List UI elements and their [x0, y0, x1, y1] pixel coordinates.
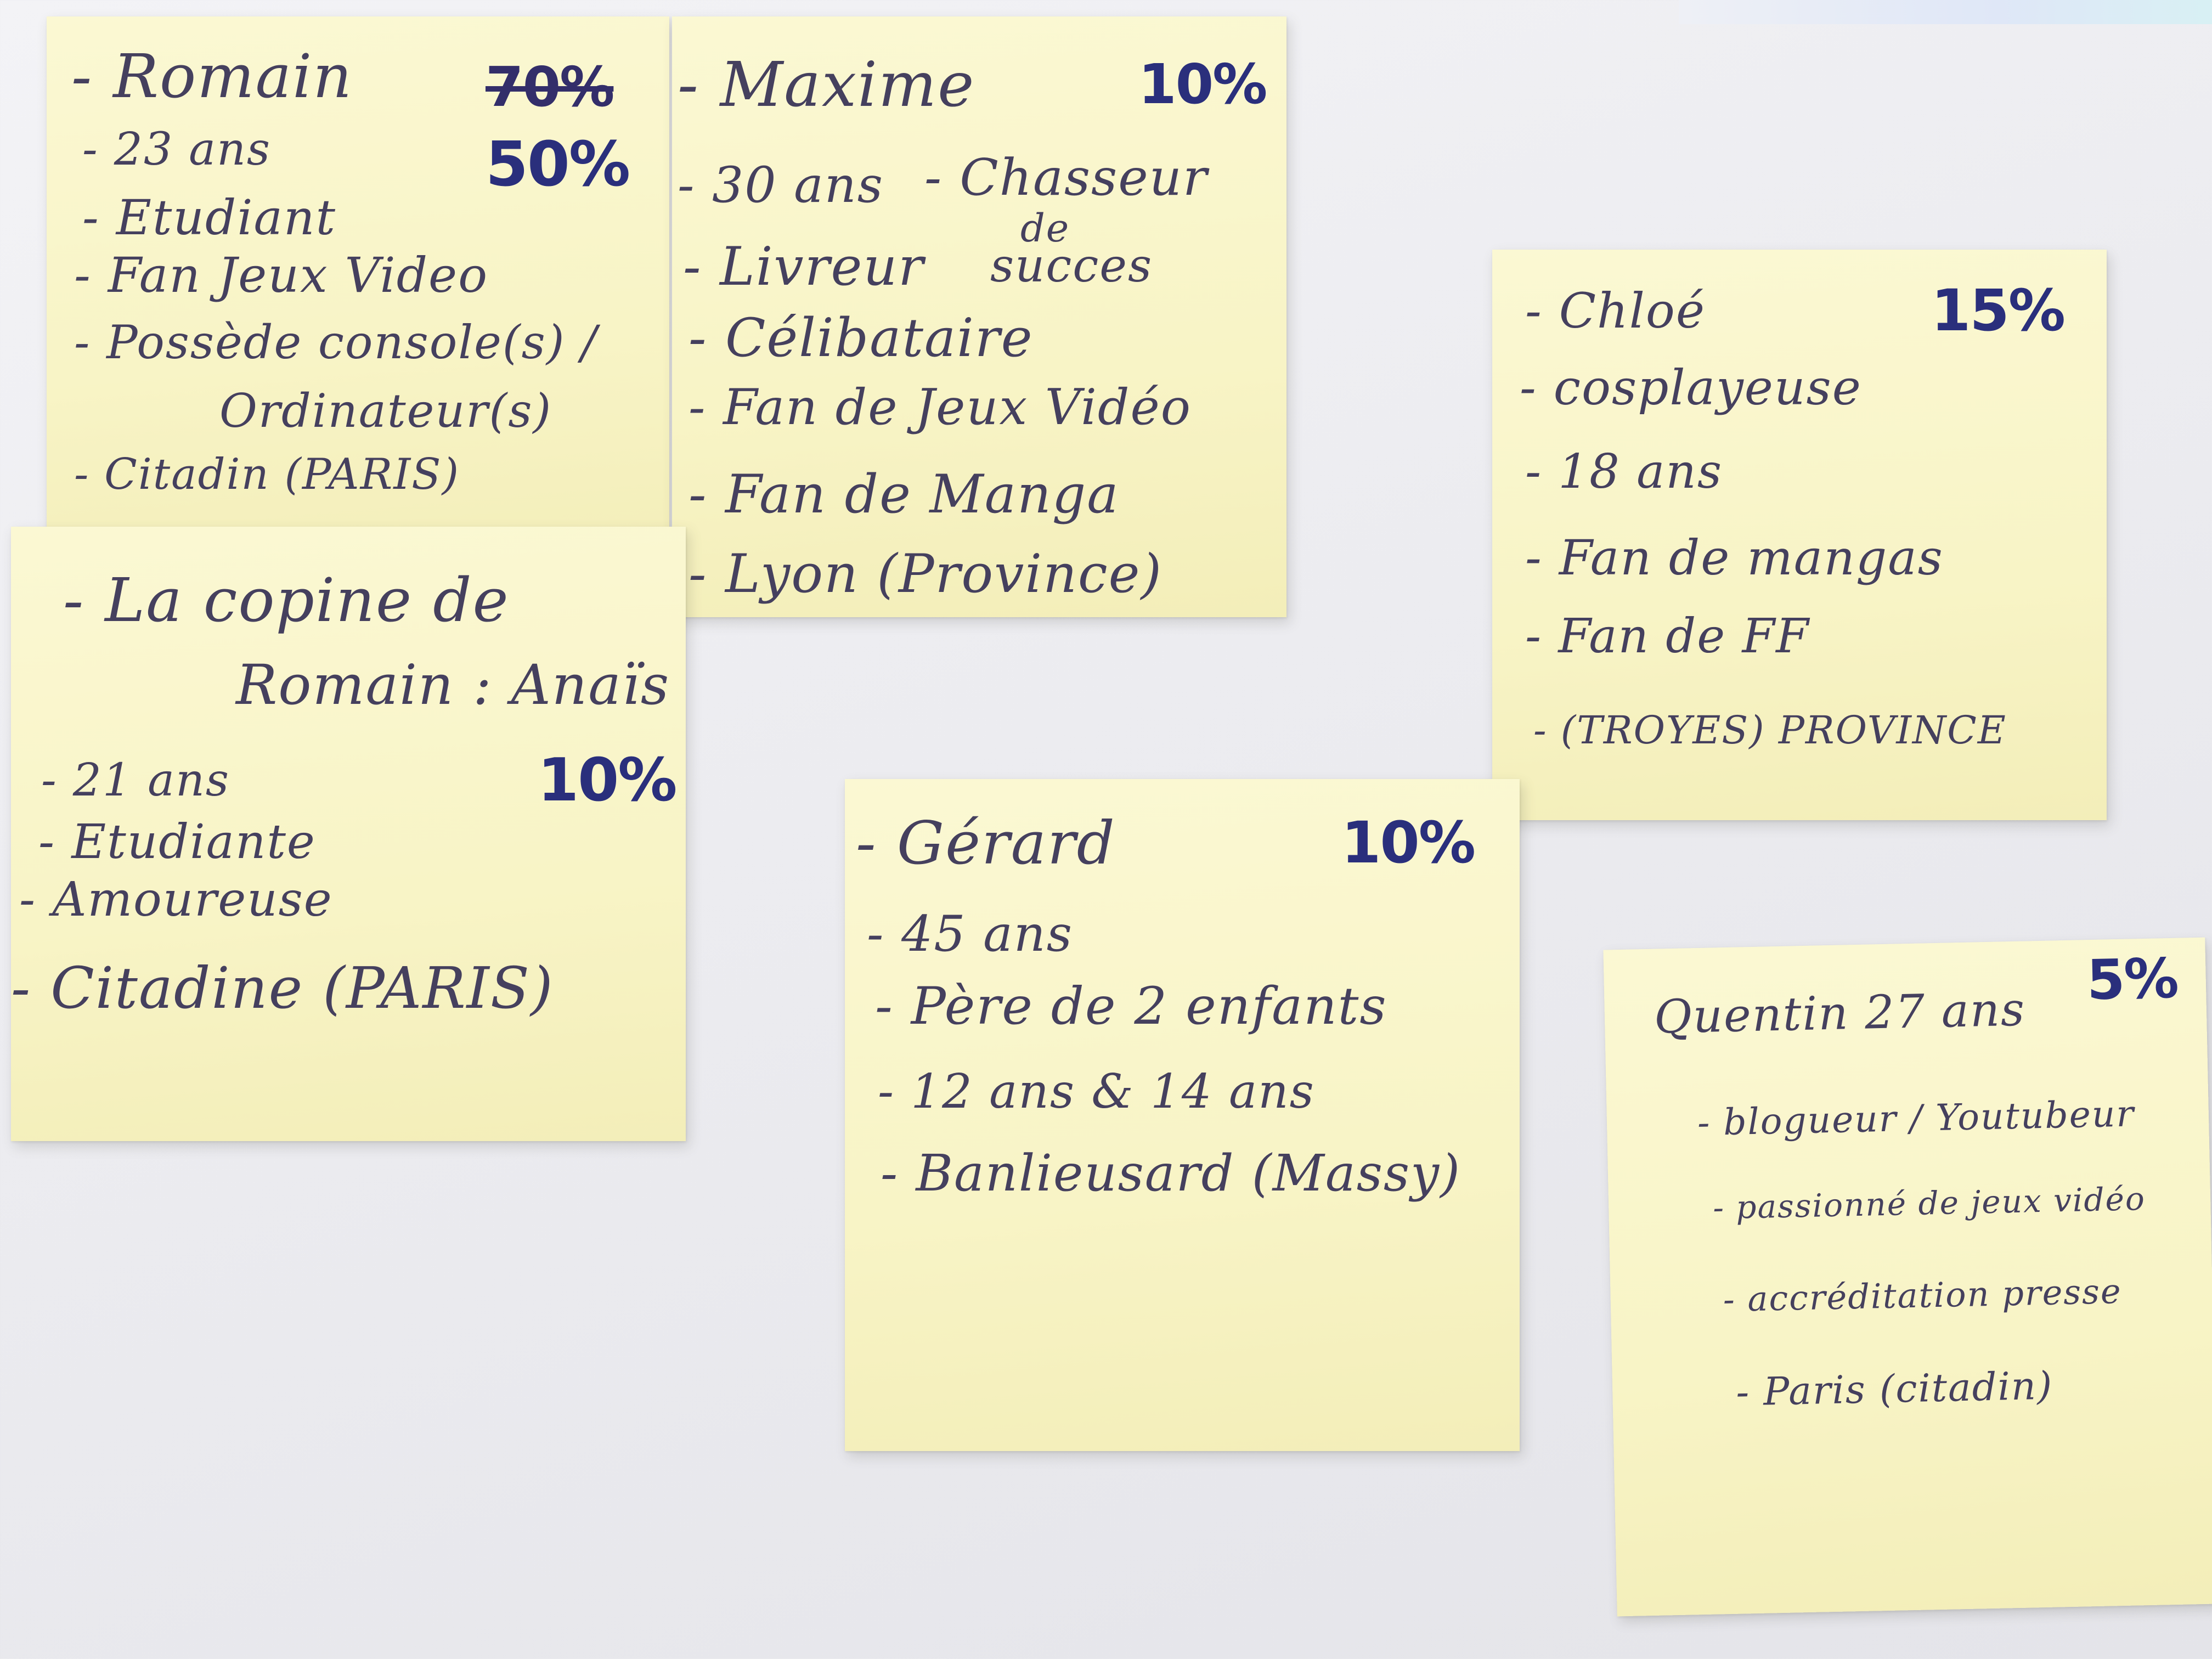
- note-line: - Romain: [71, 41, 353, 111]
- note-line: - Amoureuse: [19, 872, 333, 927]
- note-line: - 18 ans: [1525, 444, 1723, 499]
- note-line: - 23 ans: [82, 123, 271, 176]
- note-line: - Fan de FF: [1525, 609, 1810, 664]
- note-line: - 12 ans & 14 ans: [878, 1064, 1315, 1119]
- note-side-line: succes: [990, 239, 1153, 292]
- note-line: - Citadin (PARIS): [74, 450, 460, 499]
- note-line: - Livreur: [683, 236, 925, 297]
- percentage-badge: 50%: [486, 129, 630, 200]
- percentage-badge: 10%: [538, 746, 678, 815]
- note-line: - Chloé: [1525, 283, 1706, 339]
- note-line: - Père de 2 enfants: [875, 977, 1387, 1036]
- note-line: - Possède console(s) /: [74, 315, 598, 369]
- note-line: - Célibataire: [689, 307, 1034, 369]
- note-side-line: - Chasseur: [924, 148, 1208, 207]
- note-line: Quentin 27 ans: [1653, 982, 2026, 1044]
- note-line: - blogueur / Youtubeur: [1697, 1092, 2135, 1144]
- percentage-badge: 10%: [1138, 52, 1267, 116]
- note-line: Ordinateur(s): [219, 384, 552, 438]
- percentage-badge: 15%: [1931, 277, 2066, 344]
- whiteboard-edge: [1679, 0, 2212, 24]
- note-line: - cosplayeuse: [1520, 359, 1862, 416]
- note-line: - 21 ans: [41, 754, 230, 806]
- note-line: - Citadine (PARIS): [11, 955, 554, 1022]
- note-line: - Paris (citadin): [1735, 1363, 2054, 1415]
- sticky-note-anais: - La copine de Romain : Anaïs - 21 ans -…: [11, 527, 686, 1141]
- sticky-note-romain: - Romain - 23 ans - Etudiant - Fan Jeux …: [47, 16, 669, 565]
- note-line: - accréditation presse: [1723, 1271, 2123, 1320]
- note-line: - 45 ans: [867, 905, 1073, 963]
- note-line: - passionné de jeux vidéo: [1712, 1180, 2146, 1227]
- note-side-line: de: [1020, 206, 1070, 251]
- note-line: - Fan de Manga: [689, 464, 1120, 525]
- percentage-badge: 5%: [2086, 946, 2179, 1013]
- note-line: Romain : Anaïs: [236, 653, 670, 717]
- note-line: - Banlieusard (Massy): [881, 1144, 1461, 1203]
- note-line: - Lyon (Province): [689, 543, 1163, 605]
- note-line: - Maxime: [678, 49, 975, 121]
- note-line: - (TROYES) PROVINCE: [1533, 708, 2007, 753]
- note-line: - 30 ans: [678, 156, 884, 214]
- sticky-note-quentin: Quentin 27 ans - blogueur / Youtubeur - …: [1603, 937, 2212, 1617]
- sticky-note-chloe: - Chloé - cosplayeuse - 18 ans - Fan de …: [1492, 250, 2107, 820]
- note-line: - Etudiante: [38, 815, 316, 870]
- note-line: - Fan de mangas: [1525, 529, 1944, 586]
- note-line: - Etudiant: [82, 189, 336, 246]
- crossed-out-percentage: 70%: [486, 55, 614, 119]
- sticky-note-maxime: - Maxime - 30 ans - Livreur - Célibatair…: [672, 16, 1286, 617]
- sticky-note-gerard: - Gérard - 45 ans - Père de 2 enfants - …: [845, 779, 1520, 1451]
- note-line: - Fan Jeux Video: [74, 247, 489, 303]
- note-line: - Fan de Jeux Vidéo: [689, 379, 1192, 436]
- note-line: - Gérard: [856, 809, 1116, 878]
- note-line: - La copine de: [63, 565, 510, 635]
- percentage-badge: 10%: [1341, 809, 1476, 876]
